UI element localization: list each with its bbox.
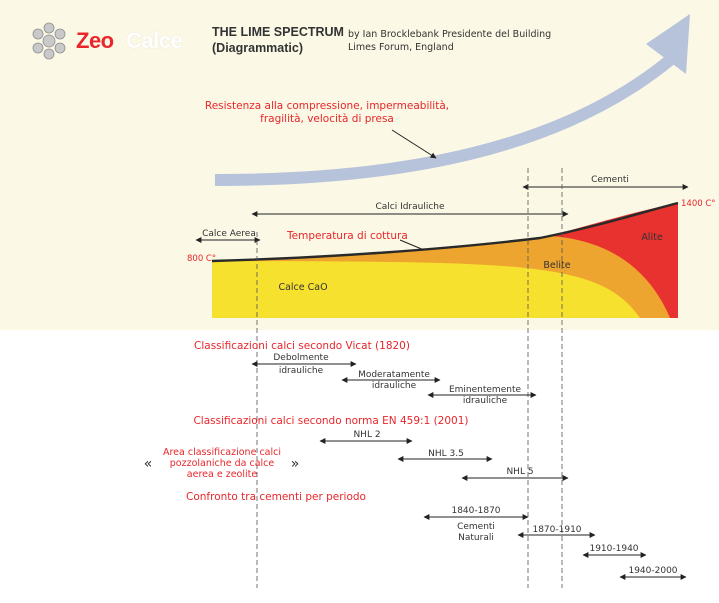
pozzolan-label-line1: Area classificazione calci <box>163 447 281 458</box>
byline-line1: by Ian Brocklebank Presidente del Buildi… <box>348 29 552 40</box>
calci-idrauliche-range-label: Calci Idrauliche <box>375 202 445 212</box>
logo-text-zeo: Zeo <box>76 28 114 53</box>
nhl35-label: NHL 3.5 <box>428 449 464 459</box>
temperature-low-label: 800 C° <box>187 254 216 264</box>
norma-heading: Classificazioni calci secondo norma EN 4… <box>193 415 468 427</box>
zone-alite-label: Alite <box>641 232 663 243</box>
diagram-title: THE LIME SPECTRUM (Diagrammatic) <box>212 24 344 56</box>
period-1840-sub1: Cementi <box>457 522 495 532</box>
cementi-periodo-heading: Confronto tra cementi per periodo <box>186 491 366 503</box>
arrow-caption-line1: Resistenza alla compressione, impermeabi… <box>205 100 449 112</box>
zone-belite-label: Belite <box>543 260 570 271</box>
vicat-debolmente-label2: idrauliche <box>279 366 324 376</box>
zone-belite <box>212 203 678 318</box>
pozzolan-label-line3: aerea e zeolite <box>187 469 258 480</box>
diagram-byline: by Ian Brocklebank Presidente del Buildi… <box>348 28 551 54</box>
arrow-caption-line2: fragilità, velocità di presa <box>260 113 394 125</box>
period-1870-label: 1870-1910 <box>532 525 581 535</box>
vicat-eminentemente-label2: idrauliche <box>463 396 508 406</box>
temperature-high-label: 1400 C° <box>681 199 716 209</box>
calce-aerea-range-label: Calce Aerea <box>202 229 256 239</box>
temperature-curve <box>211 201 679 263</box>
big-arrow-head <box>646 14 690 74</box>
zeolite-molecule-icon <box>32 22 66 60</box>
pozzolan-label-line2: pozzolaniche da calce <box>170 458 275 469</box>
vicat-moderatamente-label2: idrauliche <box>372 381 417 391</box>
cementi-range-label: Cementi <box>591 175 629 185</box>
vicat-heading: Classificazioni calci secondo Vicat (182… <box>194 340 410 352</box>
period-1840-label: 1840-1870 <box>451 506 500 516</box>
temperature-label: Temperatura di cottura <box>286 230 408 242</box>
byline-line2: Limes Forum, England <box>348 42 454 53</box>
vicat-eminentemente-label1: Eminentemente <box>449 385 522 395</box>
nhl2-label: NHL 2 <box>353 430 380 440</box>
zone-cao-label: Calce CaO <box>278 282 327 293</box>
period-1940-label: 1940-2000 <box>628 566 677 576</box>
big-curved-arrow <box>214 55 674 186</box>
caption-pointer-line <box>391 129 437 159</box>
zone-alite <box>550 203 678 318</box>
pozzolan-left-chevron-icon: « <box>144 456 153 472</box>
title-line2: (Diagrammatic) <box>212 41 303 55</box>
temperature-pointer-line <box>399 239 425 251</box>
vicat-moderatamente-label1: Moderatamente <box>358 370 430 380</box>
period-1840-sub2: Naturali <box>458 533 494 543</box>
logo-text-calce: Calce <box>126 28 183 53</box>
period-1910-label: 1910-1940 <box>589 544 638 554</box>
pozzolan-right-chevron-icon: » <box>291 456 300 472</box>
nhl5-label: NHL 5 <box>506 467 533 477</box>
vicat-debolmente-label1: Debolmente <box>273 353 329 363</box>
zeocalce-logo: Zeo Calce <box>28 20 208 64</box>
title-line1: THE LIME SPECTRUM <box>212 25 344 39</box>
